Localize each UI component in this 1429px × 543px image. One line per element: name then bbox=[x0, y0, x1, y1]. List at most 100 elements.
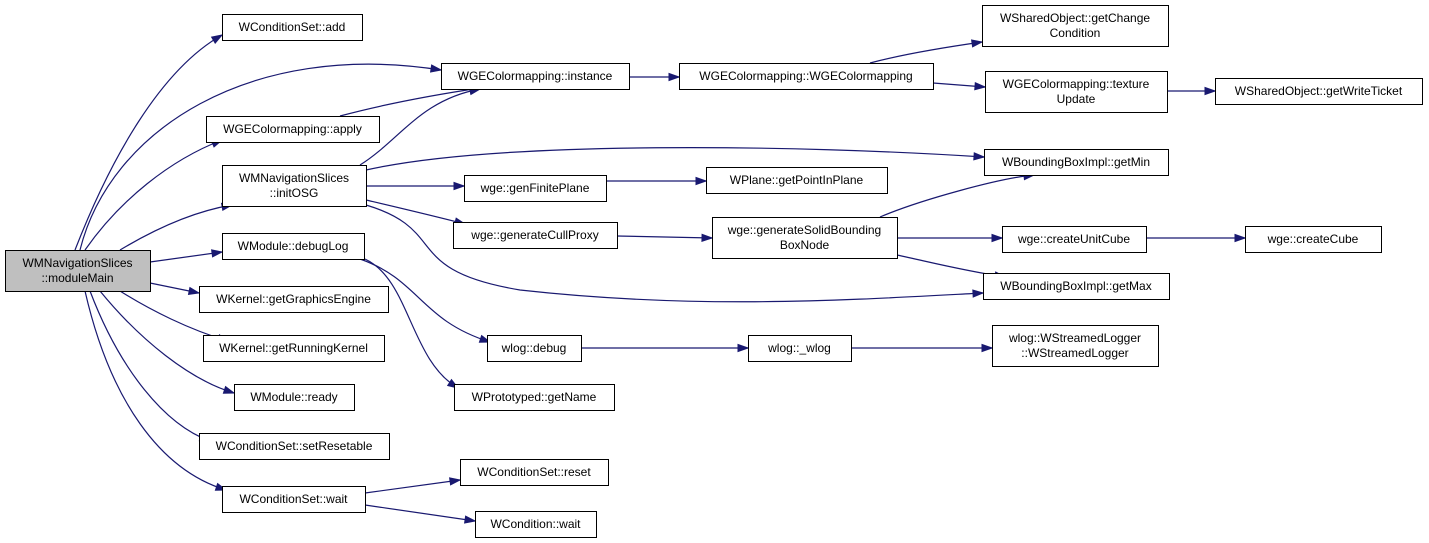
node-wlogDebug[interactable]: wlog::debug bbox=[487, 335, 582, 362]
node-box[interactable] bbox=[5, 250, 151, 292]
node-box[interactable] bbox=[748, 335, 852, 362]
node-box[interactable] bbox=[712, 217, 898, 259]
edge-arrowhead bbox=[210, 34, 224, 44]
edge-cmInstance-to-cmCtor bbox=[629, 72, 681, 82]
node-box[interactable] bbox=[203, 335, 385, 362]
edge-cmCtor-to-getChangeCondition bbox=[869, 39, 984, 64]
edge-arrowhead bbox=[668, 72, 681, 82]
node-box[interactable] bbox=[1002, 226, 1147, 253]
node-box[interactable] bbox=[983, 273, 1170, 300]
edge-arrowhead bbox=[187, 286, 201, 296]
edge-moduleMain-to-cmApply bbox=[84, 139, 224, 251]
node-label: Update bbox=[1057, 92, 1096, 106]
node-wlogWlog[interactable]: wlog::_wlog bbox=[748, 335, 852, 362]
node-box[interactable] bbox=[487, 335, 582, 362]
node-setResetable[interactable]: WConditionSet::setResetable bbox=[199, 433, 390, 460]
node-label: WPrototyped::getName bbox=[472, 390, 597, 404]
node-genFinitePlane[interactable]: wge::genFinitePlane bbox=[464, 175, 607, 202]
node-box[interactable] bbox=[464, 175, 607, 202]
node-box[interactable] bbox=[679, 63, 934, 90]
node-label: wge::genFinitePlane bbox=[480, 181, 590, 195]
node-generateCullProxy[interactable]: wge::generateCullProxy bbox=[453, 222, 618, 249]
node-getRunningKernel[interactable]: WKernel::getRunningKernel bbox=[203, 335, 385, 362]
node-csWait[interactable]: WConditionSet::wait bbox=[222, 486, 366, 513]
node-label: wlog::WStreamedLogger bbox=[1008, 331, 1141, 345]
edge-line bbox=[99, 290, 235, 394]
node-box[interactable] bbox=[222, 486, 366, 513]
node-getGraphicsEngine[interactable]: WKernel::getGraphicsEngine bbox=[199, 286, 389, 313]
edge-line bbox=[364, 258, 459, 389]
node-box[interactable] bbox=[982, 5, 1169, 47]
edge-line bbox=[364, 504, 476, 522]
node-ready[interactable]: WModule::ready bbox=[234, 384, 355, 411]
node-initOSG[interactable]: WMNavigationSlices::initOSG bbox=[222, 165, 367, 207]
edge-line bbox=[359, 88, 481, 166]
node-label: WCondition::wait bbox=[490, 517, 581, 531]
node-box[interactable] bbox=[222, 14, 363, 41]
edge-arrowhead bbox=[1234, 233, 1247, 243]
node-box[interactable] bbox=[199, 286, 389, 313]
node-getName[interactable]: WPrototyped::getName bbox=[454, 384, 615, 411]
edge-line bbox=[879, 174, 1035, 218]
node-box[interactable] bbox=[234, 384, 355, 411]
node-box[interactable] bbox=[199, 433, 390, 460]
node-getMax[interactable]: WBoundingBoxImpl::getMax bbox=[983, 273, 1170, 300]
edge-arrowhead bbox=[695, 176, 708, 186]
node-createUnitCube[interactable]: wge::createUnitCube bbox=[1002, 226, 1147, 253]
edge-initOSG-to-generateCullProxy bbox=[365, 199, 467, 226]
edge-wlogDebug-to-wlogWlog bbox=[581, 343, 750, 353]
node-label: WBoundingBoxImpl::getMin bbox=[1002, 155, 1150, 169]
node-cmInstance[interactable]: WGEColormapping::instance bbox=[441, 63, 630, 90]
edge-line bbox=[149, 251, 223, 263]
node-box[interactable] bbox=[222, 165, 367, 207]
node-box[interactable] bbox=[1245, 226, 1382, 253]
node-box[interactable] bbox=[453, 222, 618, 249]
node-box[interactable] bbox=[460, 459, 609, 486]
edge-generateCullProxy-to-genSolidBBox bbox=[616, 233, 714, 242]
node-streamedLogger[interactable]: wlog::WStreamedLogger::WStreamedLogger bbox=[992, 325, 1159, 367]
node-label: wlog::debug bbox=[501, 341, 567, 355]
edge-line bbox=[359, 258, 491, 343]
node-moduleMain[interactable]: WMNavigationSlices::moduleMain bbox=[5, 250, 151, 292]
edge-line bbox=[365, 204, 984, 303]
node-csReset[interactable]: WConditionSet::reset bbox=[460, 459, 609, 486]
node-box[interactable] bbox=[475, 511, 597, 538]
node-createCube[interactable]: wge::createCube bbox=[1245, 226, 1382, 253]
node-condWait[interactable]: WCondition::wait bbox=[475, 511, 597, 538]
edge-line bbox=[119, 204, 233, 251]
edge-textureUpdate-to-getWriteTicket bbox=[1167, 86, 1217, 96]
edge-moduleMain-to-csWait bbox=[84, 290, 228, 491]
node-csAdd[interactable]: WConditionSet::add bbox=[222, 14, 363, 41]
edge-arrowhead bbox=[464, 515, 477, 524]
node-getMin[interactable]: WBoundingBoxImpl::getMin bbox=[984, 149, 1169, 176]
node-debugLog[interactable]: WModule::debugLog bbox=[222, 233, 365, 260]
edge-arrowhead bbox=[222, 385, 236, 394]
edge-cmCtor-to-textureUpdate bbox=[932, 82, 987, 91]
node-getWriteTicket[interactable]: WSharedObject::getWriteTicket bbox=[1215, 78, 1423, 105]
edge-genSolidBBox-to-createUnitCube bbox=[897, 233, 1004, 243]
node-box[interactable] bbox=[984, 149, 1169, 176]
node-cmApply[interactable]: WGEColormapping::apply bbox=[206, 116, 380, 143]
edge-moduleMain-to-initOSG bbox=[119, 202, 234, 251]
node-box[interactable] bbox=[1215, 78, 1423, 105]
node-cmCtor[interactable]: WGEColormapping::WGEColormapping bbox=[679, 63, 934, 90]
node-box[interactable] bbox=[985, 71, 1168, 113]
node-box[interactable] bbox=[706, 167, 888, 194]
node-label: WModule::debugLog bbox=[238, 239, 349, 253]
node-box[interactable] bbox=[992, 325, 1159, 367]
node-label: wlog::_wlog bbox=[767, 341, 831, 355]
node-label: BoxNode bbox=[780, 238, 830, 252]
node-getPointInPlane[interactable]: WPlane::getPointInPlane bbox=[706, 167, 888, 194]
edge-arrowhead bbox=[1204, 86, 1217, 96]
edge-arrowhead bbox=[737, 343, 750, 353]
edge-csWait-to-condWait bbox=[364, 504, 477, 524]
node-box[interactable] bbox=[222, 233, 365, 260]
node-label: WMNavigationSlices bbox=[22, 256, 132, 270]
node-box[interactable] bbox=[454, 384, 615, 411]
node-box[interactable] bbox=[441, 63, 630, 90]
edge-arrowhead bbox=[429, 64, 443, 73]
node-box[interactable] bbox=[206, 116, 380, 143]
